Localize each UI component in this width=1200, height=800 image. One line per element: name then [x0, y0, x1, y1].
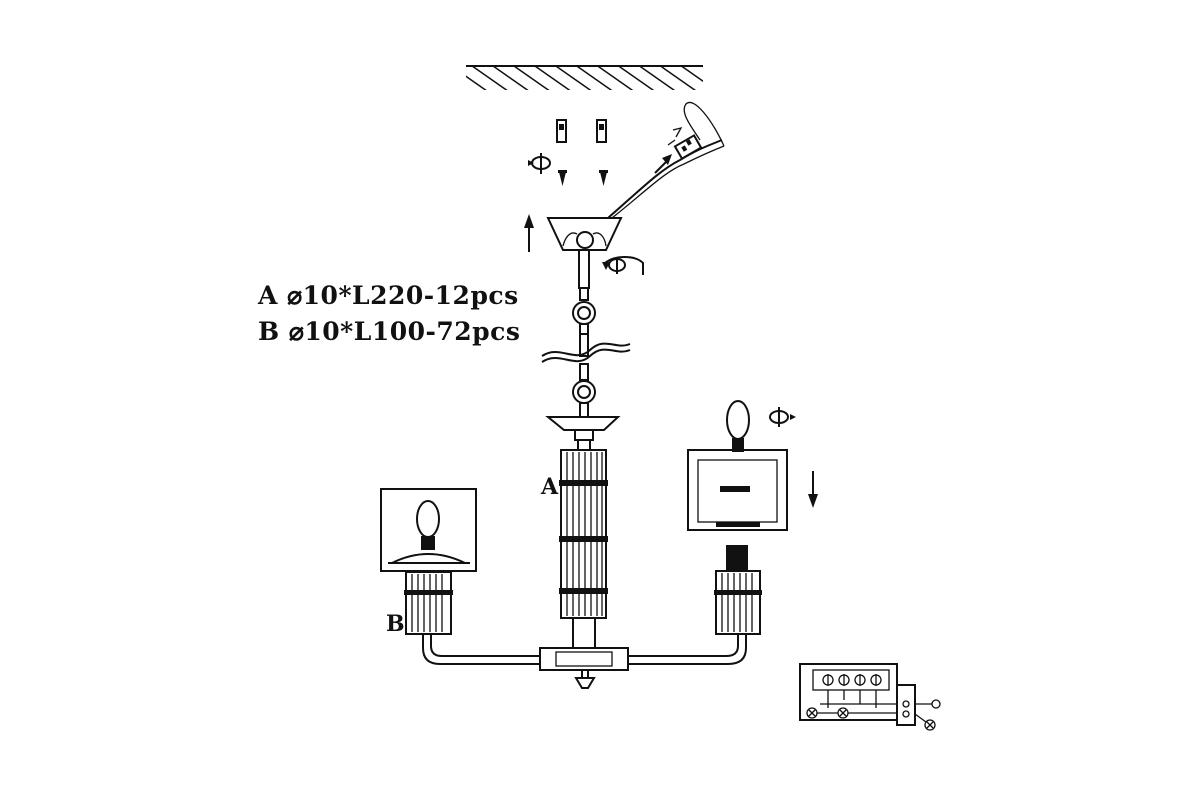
connect-arrow	[654, 154, 672, 174]
right-crystal-cup	[714, 545, 762, 635]
callout-label-a: A	[541, 474, 559, 500]
suspension-chain	[541, 249, 631, 418]
rotate-bulb-icon	[769, 407, 796, 427]
wall-anchors	[556, 119, 607, 143]
mounting-screws	[558, 170, 608, 186]
central-crystal-column-a	[559, 449, 608, 649]
right-lamp-shade	[687, 449, 788, 531]
ceiling-canopy	[546, 217, 623, 251]
lift-up-arrow	[524, 214, 534, 252]
left-lamp-shade	[380, 488, 477, 572]
callout-label-b: B	[386, 611, 405, 637]
ceiling-symbol	[466, 65, 703, 90]
wiring-diagram	[799, 663, 941, 731]
rod-spec-a: A ⌀10*L220-12pcs	[258, 281, 519, 310]
lower-shade-arrow	[808, 471, 818, 508]
rotate-screw-icon	[528, 153, 551, 174]
left-crystal-cup-b	[404, 571, 453, 635]
rotate-canopy-icon	[602, 256, 644, 275]
top-cap	[545, 416, 621, 451]
rod-spec-b: B ⌀10*L100-72pcs	[258, 317, 521, 346]
chandelier-arms	[422, 634, 747, 689]
power-wires	[607, 101, 725, 219]
right-bulb	[726, 400, 750, 452]
